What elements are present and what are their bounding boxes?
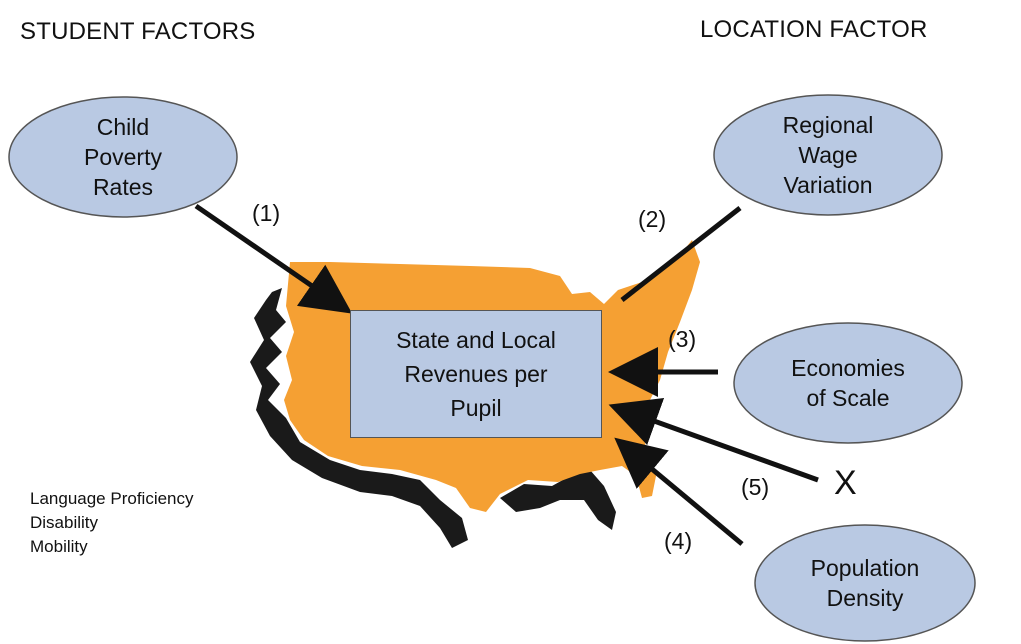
number-1: (1) — [252, 200, 281, 226]
location-factor-heading: LOCATION FACTOR — [700, 16, 928, 43]
arrow-1 — [194, 203, 353, 314]
line-2 — [620, 206, 742, 302]
ellipse-regional-wage — [713, 94, 943, 216]
student-factors-heading: STUDENT FACTORS — [20, 18, 256, 45]
ellipse-population-density — [754, 524, 976, 642]
child-poverty-label: Child Poverty Rates — [84, 114, 162, 200]
number-5: (5) — [741, 474, 770, 500]
arrow-4 — [614, 437, 744, 546]
other-student-factors: Language Proficiency Disability Mobility — [30, 487, 194, 559]
population-density-label: Population Density — [810, 555, 920, 611]
factor-mobility: Mobility — [30, 537, 88, 556]
map-shadow — [250, 288, 468, 548]
number-3: (3) — [668, 326, 697, 352]
ellipse-economies-scale — [733, 322, 963, 444]
economies-scale-label: Economies of Scale — [791, 355, 905, 411]
regional-wage-label: Regional Wage Variation — [782, 112, 874, 198]
center-revenues-box: State and Local Revenues per Pupil — [350, 310, 602, 438]
ellipse-child-poverty — [8, 96, 238, 218]
map-shadow-gulf — [500, 470, 616, 530]
factor-language-proficiency: Language Proficiency — [30, 489, 194, 508]
number-4: (4) — [664, 528, 693, 554]
arrow-5 — [608, 398, 819, 483]
number-2: (2) — [638, 206, 667, 232]
factor-disability: Disability — [30, 513, 99, 532]
x-factor-label: X — [834, 464, 857, 502]
